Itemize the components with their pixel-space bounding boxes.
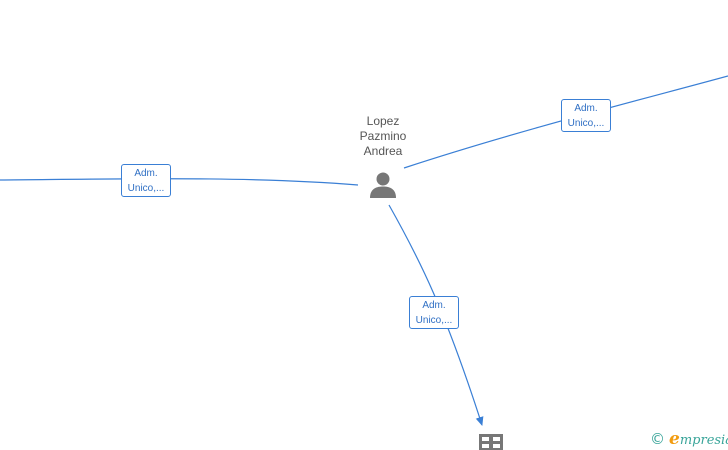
edge-label-line: Adm. xyxy=(134,167,158,179)
edge-label-left[interactable]: Adm. Unico,... xyxy=(121,164,171,197)
building-icon[interactable] xyxy=(479,434,503,450)
edge-label-line: Adm. xyxy=(574,102,598,114)
edge-label-down[interactable]: Adm. Unico,... xyxy=(409,296,459,329)
brand-watermark: © empresia xyxy=(650,429,728,449)
edge-label-line: Unico,... xyxy=(127,182,165,194)
brand-name-rest: mpresia xyxy=(679,433,728,448)
edge-label-line: Adm. xyxy=(422,299,446,311)
brand-name-initial: e xyxy=(669,429,680,449)
edge-left xyxy=(0,178,359,186)
person-name-line: Andrea xyxy=(363,144,403,158)
person-name-line: Pazmino xyxy=(359,129,407,143)
edge-label-line: Unico,... xyxy=(567,117,605,129)
copyright-icon: © xyxy=(650,430,665,448)
person-name[interactable]: Lopez Pazmino Andrea xyxy=(343,114,423,159)
edge-label-line: Unico,... xyxy=(415,314,453,326)
person-icon[interactable] xyxy=(368,169,398,199)
edge-label-right[interactable]: Adm. Unico,... xyxy=(561,99,611,132)
brand-name: empresia xyxy=(669,429,728,449)
person-name-line: Lopez xyxy=(366,114,400,128)
edge-down xyxy=(388,204,484,426)
